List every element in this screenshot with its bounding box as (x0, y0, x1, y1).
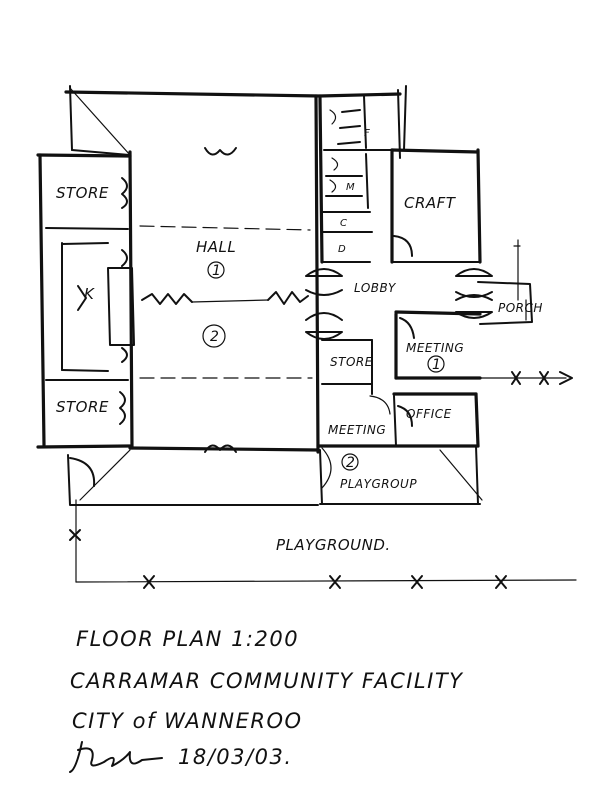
wc-d-label: D (338, 244, 346, 255)
east-rooms (316, 310, 483, 505)
store-small-label: STORE (330, 355, 373, 369)
meeting-1-num: 1 (432, 357, 441, 373)
hall-walls (36, 85, 322, 506)
porch (477, 239, 533, 325)
meeting-2-num: 2 (346, 455, 355, 471)
toilets-block (318, 85, 407, 264)
setout-lines (69, 371, 577, 589)
wc-c-label: C (340, 218, 347, 229)
signature (69, 741, 163, 773)
hall-marker-2-text: 2 (210, 329, 219, 345)
title-date: 18/03/03. (178, 745, 293, 769)
craft-room (390, 148, 482, 264)
wc-f-label: F (364, 128, 370, 139)
office-label: OFFICE (406, 407, 452, 421)
lobby-label: LOBBY (354, 281, 397, 295)
title-floor-plan: FLOOR PLAN 1:200 (76, 627, 299, 651)
playgroup-label: PLAYGROUP (340, 477, 417, 491)
craft-label: CRAFT (404, 194, 457, 212)
hall-marker-2 (202, 324, 226, 348)
playground-label: PLAYGROUND. (276, 536, 391, 554)
porch-label: PORCH (498, 301, 543, 315)
hall-label: HALL (196, 238, 236, 256)
hall-marker-1-text: 1 (212, 263, 221, 279)
lobby-doors (305, 268, 493, 340)
k-label: K (84, 285, 95, 303)
hall-marker-1 (207, 261, 225, 279)
meeting-1-marker (427, 355, 445, 373)
store-bottom-label: STORE (56, 398, 109, 416)
meeting-1-label: MEETING (406, 341, 464, 355)
store-top-label: STORE (56, 184, 109, 202)
title-project-name: CARRAMAR COMMUNITY FACILITY (70, 669, 464, 693)
wc-m-label: M (346, 182, 355, 193)
meeting-2-label: MEETING (328, 423, 386, 437)
title-client: CITY of WANNEROO (72, 709, 303, 733)
meeting-2-marker (341, 453, 359, 471)
